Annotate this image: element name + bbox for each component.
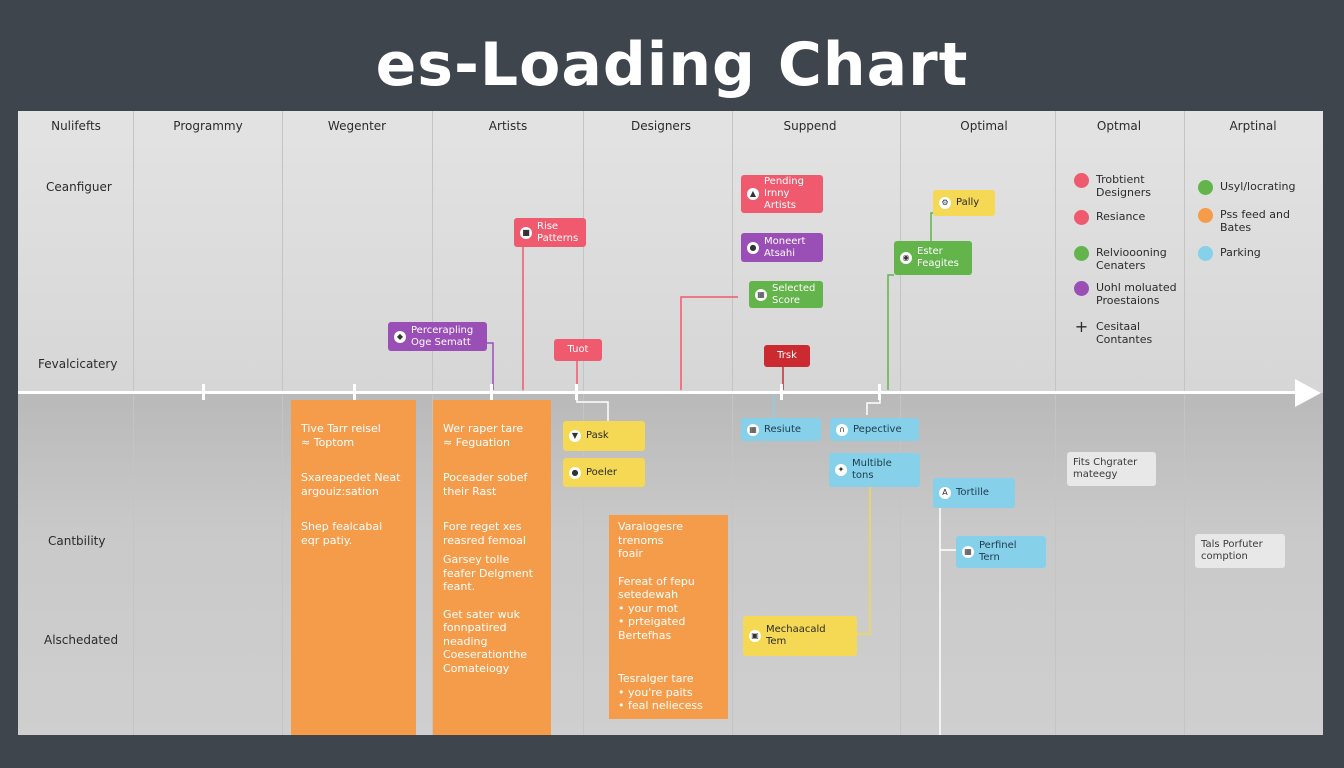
milestone-card[interactable]: ∩ Pepective: [830, 418, 919, 441]
task-note: Garsey tolle feafer Delgment feant.: [443, 553, 534, 593]
milestone-card[interactable]: ■ Rise Patterns: [514, 218, 586, 247]
axis-tick: [780, 384, 783, 400]
milestone-card[interactable]: ▣ Mechaacald Tem: [743, 616, 857, 656]
bookmark-icon: ◆: [394, 330, 406, 343]
task-note: Fereat of fepu setedewah • your mot • pr…: [618, 574, 695, 642]
legend-item: Pss feed and Bates: [1198, 208, 1290, 234]
row-label: Fevalcicatery: [38, 357, 118, 371]
milestone-card[interactable]: ◉ Ester Feagites: [894, 241, 972, 275]
milestone-card[interactable]: ◆ Percerapling Oge Sematt: [388, 322, 487, 351]
milestone-card[interactable]: ▼ Pask: [563, 421, 645, 451]
task-note: Wer raper tare ≈ Feguation: [443, 422, 524, 449]
milestone-card[interactable]: ● Poeler: [563, 458, 645, 487]
connector-lines: [486, 212, 956, 735]
column-header: Designers: [631, 119, 691, 133]
milestone-card[interactable]: ▦ Resiute: [741, 418, 821, 441]
note-card[interactable]: Fits Chgrater mateegy: [1067, 452, 1156, 486]
legend-item: Parking: [1198, 246, 1261, 261]
axis-tick: [878, 384, 881, 400]
circle-icon: ●: [569, 466, 581, 479]
legend-item: + Cesitaal Contantes: [1074, 317, 1153, 347]
milestone-card[interactable]: ⚙ Pally: [933, 190, 995, 216]
row-label: Ceanfiguer: [46, 180, 112, 194]
task-note: Tesralger tare • you're paits • feal nel…: [618, 672, 703, 712]
task-column: Varalogesre trenoms foair Fereat of fepu…: [609, 515, 728, 719]
column-header: Suppend: [783, 119, 837, 133]
axis-arrowhead: [1295, 379, 1321, 407]
milestone-card[interactable]: ▦ Perfinel Tern: [956, 536, 1046, 568]
axis-tick: [575, 384, 578, 400]
legend-item: Uohl moluated Proestaions: [1074, 281, 1177, 307]
column-divider: [1055, 111, 1056, 735]
legend-swatch: [1198, 246, 1213, 261]
star-icon: ✦: [835, 464, 847, 476]
user-icon: ●: [747, 241, 759, 254]
milestone-card[interactable]: Tuot: [554, 339, 602, 361]
column-divider: [282, 111, 283, 735]
milestone-card[interactable]: Trsk: [764, 345, 810, 367]
legend-swatch: [1074, 173, 1089, 188]
axis-tick: [353, 384, 356, 400]
letter-a-icon: A: [939, 487, 951, 499]
column-divider: [133, 111, 134, 735]
task-note: Varalogesre trenoms foair: [618, 520, 683, 560]
milestone-card[interactable]: ▦ Selected Score: [749, 281, 823, 308]
task-note: Tive Tarr reisel ≈ Toptom: [301, 422, 381, 449]
column-header: Wegenter: [327, 119, 387, 133]
legend-swatch: [1074, 281, 1089, 296]
legend-item: Trobtient Designers: [1074, 173, 1151, 199]
column-header: Nulifefts: [51, 119, 101, 133]
monitor-icon: ▣: [749, 630, 761, 642]
flame-icon: ▲: [747, 188, 759, 200]
milestone-card[interactable]: ✦ Multible tons: [829, 453, 920, 487]
chart-icon: ▦: [755, 288, 767, 301]
legend-swatch: [1074, 246, 1089, 261]
task-note: Fore reget xes reasred femoal: [443, 520, 526, 547]
task-note: Shep fealcabal eqr patiy.: [301, 520, 383, 547]
milestone-card[interactable]: A Tortille: [933, 478, 1015, 508]
legend-swatch: [1074, 210, 1089, 225]
legend-swatch: [1198, 208, 1213, 223]
task-note: Poceader sobef their Rast: [443, 471, 528, 498]
column-header: Arptinal: [1229, 119, 1277, 133]
column-divider: [732, 111, 733, 735]
lock-icon: ∩: [836, 423, 848, 436]
note-card[interactable]: Tals Porfuter comption: [1195, 534, 1285, 568]
square-icon: ■: [520, 226, 532, 239]
task-column: Wer raper tare ≈ Feguation Poceader sobe…: [433, 400, 551, 735]
timeline-axis: [18, 391, 1300, 394]
column-header: Programmy: [173, 119, 243, 133]
column-header: Optmal: [1096, 119, 1142, 133]
task-note: Get sater wuk fonnpatired neading Coeser…: [443, 607, 528, 675]
legend-item: Usyl/locrating: [1198, 180, 1295, 195]
grid-icon: ▦: [747, 423, 759, 436]
task-column: Tive Tarr reisel ≈ Toptom Sxareapedet Ne…: [291, 400, 416, 735]
milestone-card[interactable]: ● Moneert Atsahi: [741, 233, 823, 262]
legend-swatch: [1198, 180, 1213, 195]
axis-tick: [202, 384, 205, 400]
column-divider: [432, 111, 433, 735]
timeline-board: Nulifefts Programmy Wegenter Artists Des…: [18, 111, 1323, 735]
globe-icon: ◉: [900, 252, 912, 264]
gear-icon: ⚙: [939, 197, 951, 209]
row-label: Cantbility: [48, 534, 106, 548]
column-header: Optimal: [960, 119, 1008, 133]
legend-item: Resiance: [1074, 210, 1145, 225]
row-label: Alschedated: [44, 633, 119, 647]
page-title: es-Loading Chart: [375, 30, 969, 100]
milestone-card[interactable]: ▲ Pending Irnny Artists: [741, 175, 823, 213]
axis-tick: [490, 384, 493, 400]
plus-icon: +: [1074, 317, 1089, 336]
column-divider: [1184, 111, 1185, 735]
column-header: Artists: [488, 119, 528, 133]
grid-icon: ▦: [962, 546, 974, 558]
cup-icon: ▼: [569, 430, 581, 442]
task-note: Sxareapedet Neat argouiz:sation: [301, 471, 401, 498]
legend-item: Relvioooning Cenaters: [1074, 246, 1167, 272]
